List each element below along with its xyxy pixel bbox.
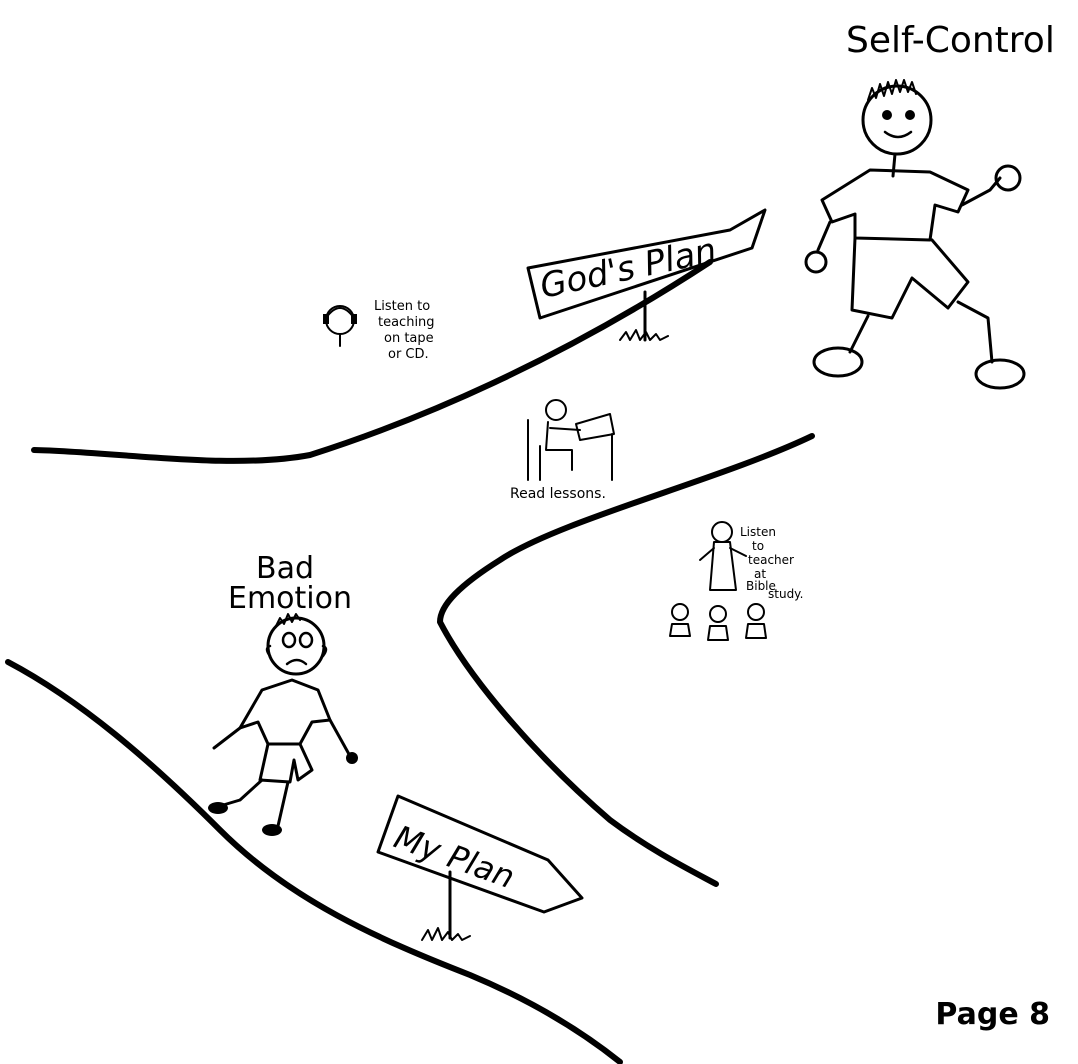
self-control-figure — [804, 79, 1026, 390]
listen-tape-line2: teaching — [378, 315, 435, 330]
bad-emotion-label-line1: Bad — [256, 551, 314, 586]
gods-plan-label: God's Plan — [537, 230, 720, 306]
listen-teacher-line6: study. — [768, 587, 803, 601]
listen-teacher-line1: Listen — [740, 525, 776, 539]
listen-tape-line4: or CD. — [388, 347, 429, 362]
reading-at-desk-icon — [527, 399, 615, 481]
road-edge-upper — [31, 259, 713, 464]
bad-emotion-figure — [208, 613, 358, 836]
gods-plan-sign: God's Plan — [526, 208, 767, 342]
page-number: Page 8 — [935, 997, 1050, 1032]
self-control-label: Self-Control — [846, 20, 1055, 61]
listen-teacher-line5: Bible — [746, 579, 776, 593]
listen-teacher-line2: to — [752, 539, 764, 553]
read-lessons-label: Read lessons. — [510, 486, 606, 502]
teacher-and-students-icon — [669, 521, 767, 641]
bad-emotion-label-line2: Emotion — [228, 581, 352, 616]
listen-tape-line1: Listen to — [374, 299, 430, 314]
road-edge-right — [437, 433, 815, 887]
my-plan-sign: My Plan — [376, 794, 584, 941]
headphones-listener-icon — [323, 305, 357, 347]
listen-tape-line3: on tape — [384, 331, 434, 346]
road-edge-left — [5, 659, 623, 1064]
my-plan-label: My Plan — [389, 818, 519, 896]
listen-teacher-line4: at — [754, 567, 766, 581]
listen-teacher-line3: teacher — [748, 553, 794, 567]
